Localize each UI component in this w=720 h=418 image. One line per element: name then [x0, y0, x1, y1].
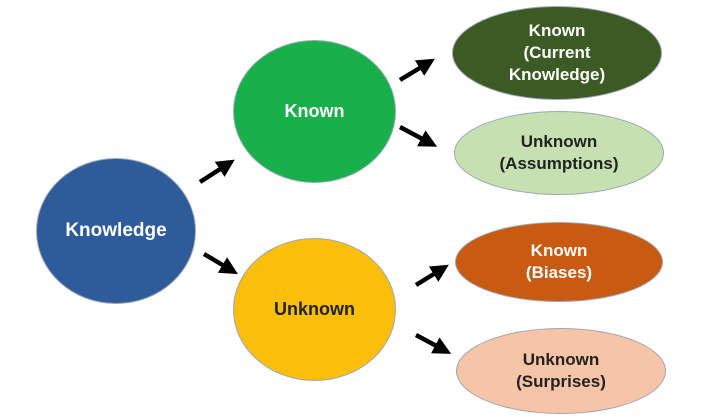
unknown-surprises-node: Unknown (Surprises) — [456, 328, 666, 414]
arrow-known-to-assumptions — [398, 125, 438, 147]
arrow-unknown-to-biases — [414, 264, 449, 287]
known-biases-node: Known (Biases) — [455, 222, 663, 302]
known-current-knowledge-line2: (Current — [523, 42, 591, 62]
arrow-unknown-to-surprises — [414, 333, 452, 354]
arrow-knowledge-to-known — [198, 159, 235, 184]
unknown-node: Unknown — [233, 238, 396, 381]
known-current-knowledge-node: Known (Current Knowledge) — [452, 6, 662, 100]
known-current-knowledge-line1: Known — [528, 20, 586, 40]
known-label: Known — [284, 100, 345, 121]
unknown-assumptions-line1: Unknown — [520, 131, 598, 151]
unknown-assumptions-node: Unknown (Assumptions) — [454, 111, 664, 195]
unknown-surprises-line1: Unknown — [522, 349, 600, 369]
known-node: Known — [233, 40, 396, 183]
unknown-surprises-line2: (Surprises) — [516, 372, 606, 391]
known-biases-line1: Known — [530, 240, 588, 260]
unknown-label: Unknown — [274, 298, 355, 319]
knowledge-label: Knowledge — [65, 219, 167, 241]
known-current-knowledge-line3: Knowledge) — [508, 65, 606, 85]
arrow-knowledge-to-unknown — [202, 252, 238, 275]
known-biases-line2: (Biases) — [525, 263, 593, 282]
arrow-known-to-current-knowledge — [398, 58, 435, 82]
unknown-assumptions-line2: (Assumptions) — [499, 154, 619, 173]
knowledge-node: Knowledge — [36, 158, 196, 304]
